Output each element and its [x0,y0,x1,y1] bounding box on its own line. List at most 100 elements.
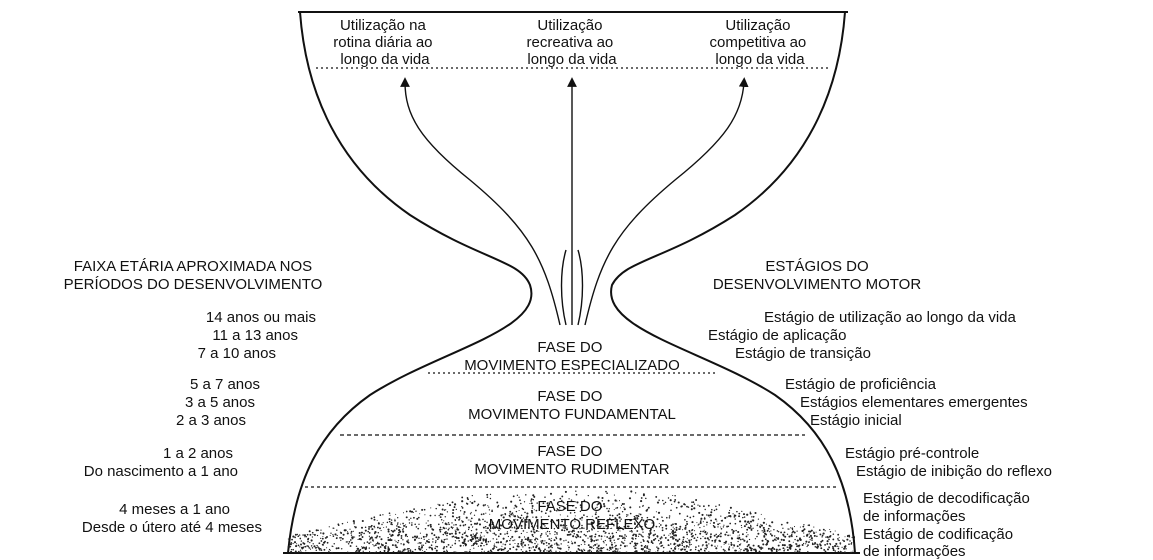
sand-grain [334,533,337,536]
sand-grain [682,529,684,531]
sand-grain [387,530,390,533]
sand-grain [690,533,693,535]
sand-grain [469,513,472,515]
sand-grain [484,540,487,543]
sand-grain [765,533,768,536]
sand-grain [816,535,818,538]
sand-grain [630,490,633,493]
sand-grain [429,525,432,528]
sand-grain [385,526,388,528]
sand-grain [517,516,520,518]
sand-grain [522,551,524,553]
sand-grain [642,519,645,522]
sand-grain [550,520,552,523]
sand-grain [733,544,736,547]
sand-grain [542,551,545,553]
sand-grain [536,530,538,532]
sand-grain [844,536,846,538]
sand-grain [608,549,610,551]
sand-grain [349,545,352,547]
sand-grain [371,528,374,531]
sand-grain [668,534,670,536]
sand-grain [336,534,338,537]
sand-grain [521,544,523,547]
sand-grain [521,527,523,530]
sand-grain [609,539,612,542]
sand-grain [658,526,661,528]
sand-grain [673,528,675,530]
sand-grain [385,545,387,547]
sand-grain [471,537,474,540]
sand-grain [504,512,507,515]
sand-grain [601,500,604,502]
sand-grain [686,515,689,518]
sand-grain [472,544,475,547]
sand-grain [425,533,428,536]
sand-grain [703,505,705,508]
sand-grain [388,512,391,515]
sand-grain [528,546,531,549]
sand-grain [535,544,538,548]
sand-grain [568,546,570,549]
sand-grain [551,546,553,549]
sand-grain [621,511,624,513]
sand-grain [454,542,457,545]
sand-grain [348,540,351,543]
sand-grain [432,538,434,540]
sand-grain [397,540,400,542]
sand-grain [579,536,582,538]
sand-grain [372,540,374,542]
sand-grain [560,543,562,545]
sand-grain [530,498,533,501]
sand-grain [558,544,560,546]
sand-grain [605,532,607,534]
sand-grain [609,517,611,520]
sand-grain [405,524,407,526]
sand-grain [585,534,587,537]
sand-grain [597,530,599,533]
sand-grain [383,527,385,528]
sand-grain [832,533,835,535]
sand-grain [590,523,593,526]
sand-grain [618,525,621,528]
sand-grain [667,544,670,547]
sand-grain [638,513,640,515]
sand-grain [852,550,854,552]
sand-grain [686,520,688,523]
sand-grain [832,549,835,552]
sand-grain [297,551,300,553]
sand-grain [656,501,660,504]
sand-grain [667,497,670,499]
sand-grain [309,541,311,544]
sand-grain [475,509,477,512]
sand-grain [733,514,736,517]
sand-grain [632,538,634,540]
sand-grain [850,551,852,553]
sand-grain [482,538,485,541]
sand-grain [684,540,686,542]
sand-grain [451,515,454,518]
sand-grain [414,523,416,526]
sand-grain [596,506,598,509]
sand-grain [419,542,421,545]
sand-grain [495,534,497,536]
sand-grain [511,536,513,538]
sand-grain [479,536,482,539]
sand-grain [649,533,651,536]
sand-grain [504,506,508,509]
sand-grain [369,551,372,553]
sand-grain [715,552,718,553]
sand-grain [616,550,619,552]
sand-grain [615,531,618,534]
sand-grain [516,518,519,521]
sand-grain [648,535,650,537]
sand-grain [310,539,313,542]
sand-grain [681,542,684,544]
sand-grain [412,536,414,539]
sand-grain [373,516,376,519]
sand-grain [299,537,302,540]
sand-grain [331,545,333,547]
sand-grain [403,524,406,527]
sand-grain [535,516,538,519]
sand-grain [820,547,823,550]
